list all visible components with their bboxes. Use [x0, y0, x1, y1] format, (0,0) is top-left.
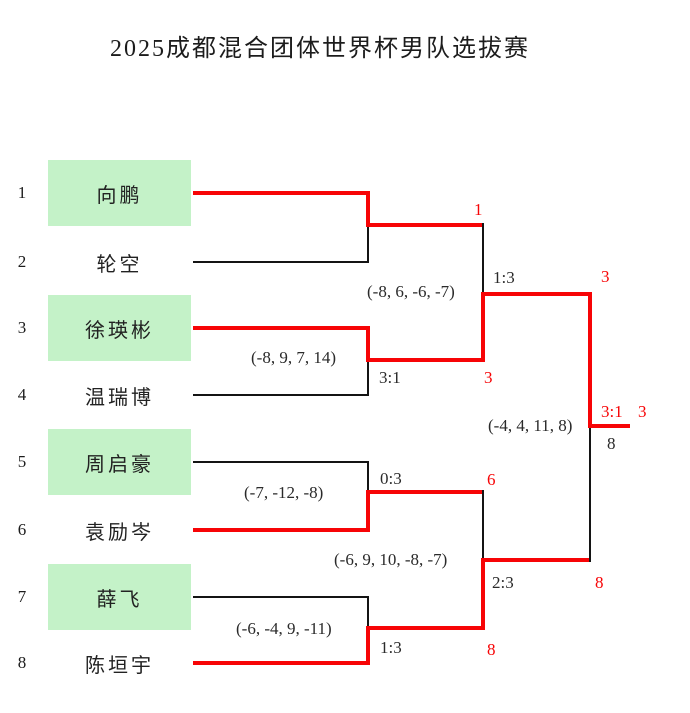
qf2-game-scores: (-8, 9, 7, 14) [251, 348, 336, 367]
qf4-player1-line [193, 596, 368, 598]
seed-number-5: 5 [17, 452, 27, 471]
qf4-result: 1:3 [380, 638, 402, 657]
player-box-5: 周启豪 [48, 429, 191, 495]
qf4-winner-line [366, 626, 483, 630]
player-box-1: 向鹏 [48, 160, 191, 226]
qf2-result: 3:1 [379, 368, 401, 387]
page-title: 2025成都混合团体世界杯男队选拔赛 [110, 36, 530, 62]
qf1-connector-top [366, 191, 370, 227]
qf2-player2-line [193, 394, 368, 396]
sf1-winner-line [481, 292, 590, 296]
qf4-connector-top [367, 596, 369, 626]
qf1-winner-seed: 1 [474, 200, 483, 219]
seed-number-2: 2 [17, 252, 27, 271]
qf2-connector-top [366, 326, 370, 362]
seed-number-4: 4 [17, 385, 27, 404]
sf2-connector-bottom [481, 558, 485, 630]
qf2-connector-bottom [367, 362, 369, 396]
final-winner-seed: 3 [638, 402, 647, 421]
qf3-player2-line [193, 528, 368, 532]
final-connector-top [588, 292, 592, 428]
qf2-player1-line [193, 326, 368, 330]
player-label-8: 陈垣宇 [85, 654, 154, 677]
qf4-connector-bottom [366, 626, 370, 665]
qf1-winner-line [366, 223, 483, 227]
player-box-7: 薛飞 [48, 564, 191, 630]
champion-line [588, 424, 630, 428]
sf1-game-scores: (-8, 6, -6, -7) [367, 282, 455, 301]
final-game-scores: (-4, 4, 11, 8) [488, 416, 573, 435]
seed-number-3: 3 [17, 318, 27, 337]
qf1-player2-line [193, 261, 368, 263]
qf4-player2-line [193, 661, 368, 665]
qf3-connector-top [367, 461, 369, 490]
sf1-connector-bottom [481, 292, 485, 362]
sf2-winner-line [481, 558, 590, 562]
final-runner-up-seed: 8 [607, 434, 616, 453]
sf2-result: 2:3 [492, 573, 514, 592]
qf3-result: 0:3 [380, 469, 402, 488]
qf3-winner-line [366, 490, 483, 494]
sf1-result: 1:3 [493, 268, 515, 287]
qf1-player1-line [193, 191, 368, 195]
seed-number-7: 7 [17, 587, 27, 606]
seed-number-6: 6 [17, 520, 27, 539]
player-label-2: 轮空 [96, 253, 143, 276]
qf2-winner-line [366, 358, 483, 362]
qf4-game-scores: (-6, -4, 9, -11) [236, 619, 332, 638]
qf2-winner-seed: 3 [484, 368, 493, 387]
final-result: 3:1 [601, 402, 623, 421]
sf2-connector-top [482, 490, 484, 558]
qf3-player1-line [193, 461, 368, 463]
sf1-winner-seed: 3 [601, 267, 610, 286]
qf1-connector-bottom [367, 227, 369, 263]
qf3-connector-bottom [366, 490, 370, 532]
player-label-6: 袁励岑 [85, 521, 154, 544]
qf3-winner-seed: 6 [487, 470, 496, 489]
sf2-winner-seed: 8 [595, 573, 604, 592]
qf3-game-scores: (-7, -12, -8) [244, 483, 324, 502]
qf4-winner-seed: 8 [487, 640, 496, 659]
sf2-game-scores: (-6, 9, 10, -8, -7) [334, 550, 448, 569]
player-label-4: 温瑞博 [85, 386, 154, 409]
final-connector-bottom [589, 428, 591, 562]
seed-number-1: 1 [17, 183, 27, 202]
seed-number-8: 8 [17, 653, 27, 672]
sf1-connector-top [482, 223, 484, 292]
player-box-3: 徐瑛彬 [48, 295, 191, 361]
